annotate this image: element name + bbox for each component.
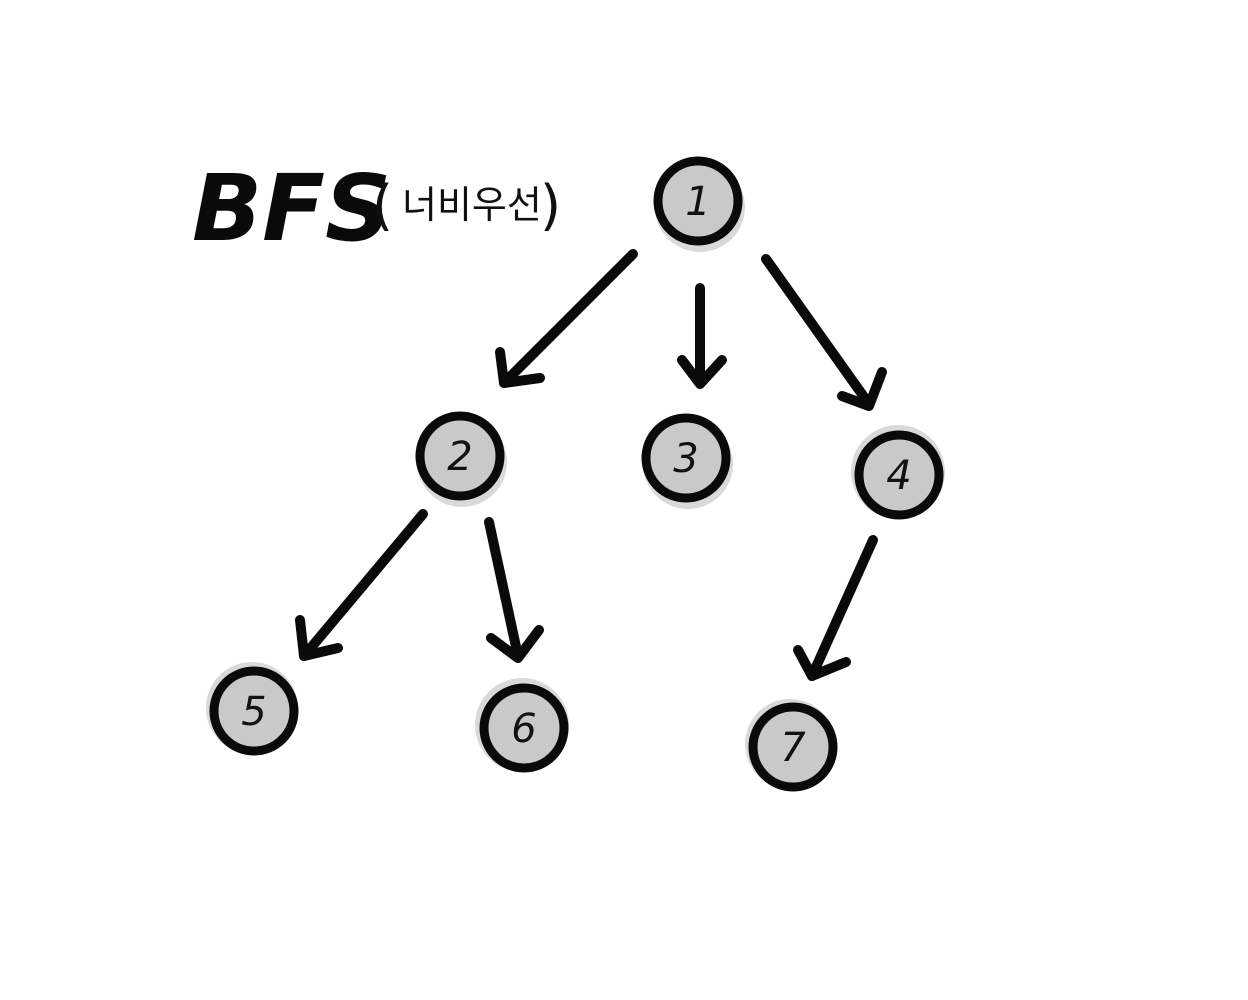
edge-1-to-2 — [495, 249, 638, 388]
node-5: 5 — [206, 662, 299, 756]
title-close-paren: ) — [540, 174, 561, 237]
node-1: 1 — [653, 156, 745, 252]
nodes-group: 1 2 3 4 5 6 7 — [206, 156, 945, 792]
edge-1-to-3 — [677, 283, 727, 389]
title-subtitle: 너비우선 — [402, 183, 542, 227]
title-group: BFS ( 너비우선 ) — [192, 155, 561, 262]
edge-2-to-5 — [295, 509, 428, 661]
node-3-label: 3 — [673, 436, 698, 482]
node-4-label: 4 — [886, 453, 911, 499]
node-5-label: 5 — [241, 689, 266, 735]
node-1-label: 1 — [685, 179, 710, 225]
node-3: 3 — [641, 413, 733, 509]
edges-group — [295, 249, 887, 681]
edge-2-to-6 — [484, 517, 544, 663]
node-6-label: 6 — [511, 706, 536, 752]
edge-1-to-4 — [761, 254, 887, 411]
title-main: BFS — [192, 155, 391, 262]
node-2: 2 — [415, 411, 507, 507]
node-7-label: 7 — [780, 725, 806, 771]
node-2-label: 2 — [447, 434, 472, 480]
node-4: 4 — [851, 425, 945, 520]
title-open-paren: ( — [372, 174, 393, 237]
node-6: 6 — [475, 678, 569, 773]
node-7: 7 — [745, 699, 838, 792]
edge-4-to-7 — [793, 535, 878, 681]
